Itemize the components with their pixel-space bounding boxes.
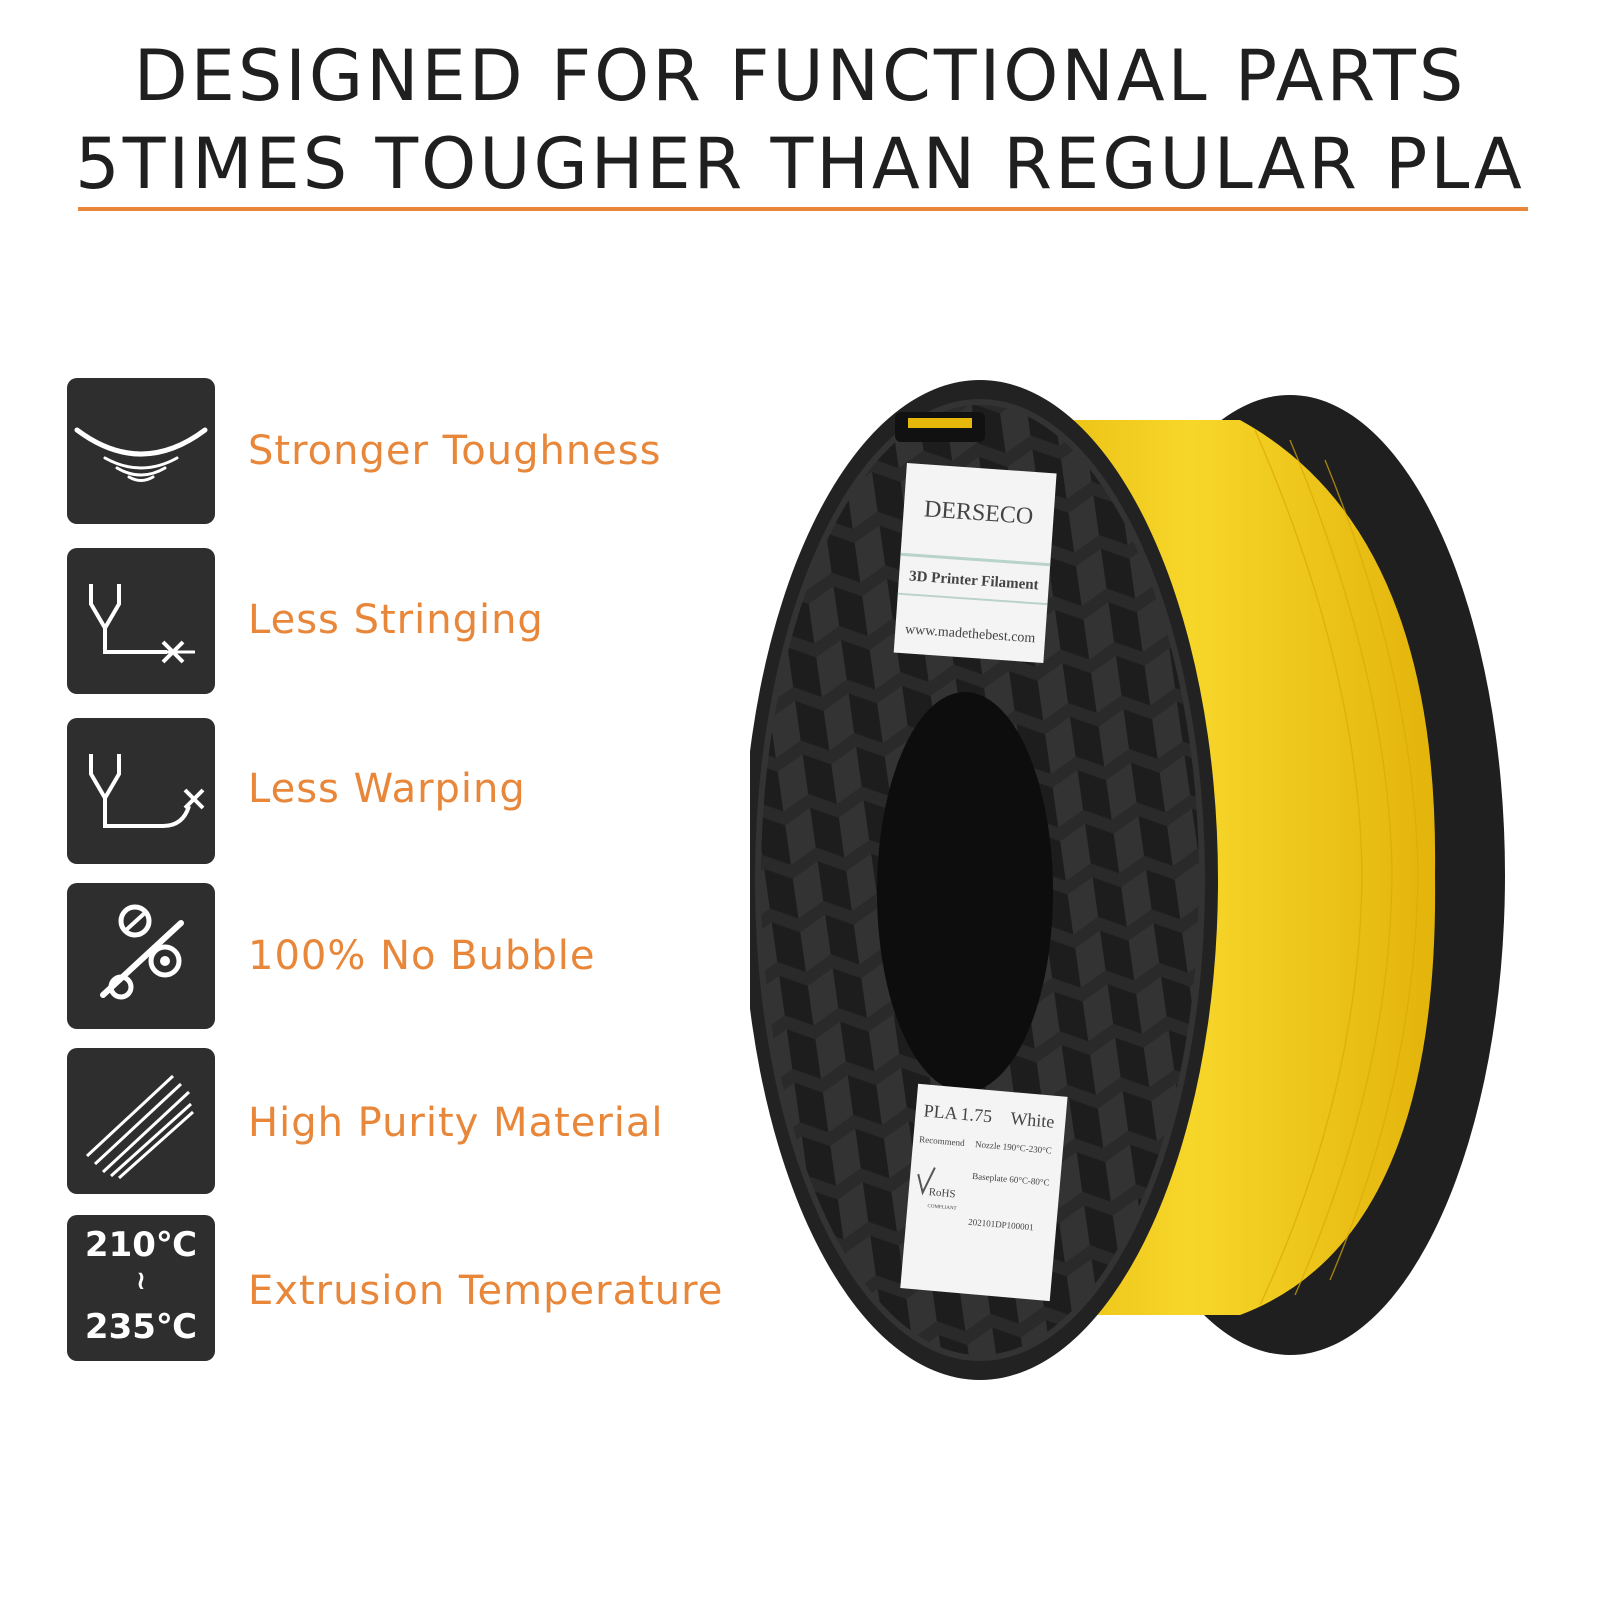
spool-rohs: RoHS	[928, 1186, 956, 1200]
feature-label-toughness: Stronger Toughness	[248, 428, 662, 474]
spool-bottom-label: PLA 1.75 White Recommend Nozzle 190°C-23…	[900, 1083, 1068, 1302]
spool-diameter: 1.75	[960, 1104, 993, 1127]
temp-high: 235℃	[84, 1307, 198, 1347]
spool-top-label: DERSECO 3D Printer Filament www.madetheb…	[893, 463, 1057, 664]
temp-low: 210℃	[84, 1225, 198, 1265]
filament-spool-image: DERSECO 3D Printer Filament www.madetheb…	[750, 380, 1505, 1380]
headline-underline	[78, 207, 1528, 211]
bend-icon	[67, 378, 215, 524]
spool-recommend: Recommend	[919, 1134, 966, 1148]
headline-line-1: DESIGNED FOR FUNCTIONAL PARTS	[133, 35, 1467, 117]
feature-label-warping: Less Warping	[248, 766, 526, 812]
bubble-icon	[67, 883, 215, 1029]
feature-label-temperature: Extrusion Temperature	[248, 1268, 724, 1314]
feature-label-stringing: Less Stringing	[248, 597, 544, 643]
temp-separator: ≀	[136, 1266, 146, 1296]
spool-hub-hole	[877, 692, 1053, 1092]
feature-label-purity: High Purity Material	[248, 1100, 664, 1146]
filament-icon	[67, 1048, 215, 1194]
feature-label-bubble: 100% No Bubble	[248, 933, 596, 979]
stringing-icon	[67, 548, 215, 694]
temperature-icon: 210℃ ≀ 235℃	[67, 1215, 215, 1361]
spool-rohs-sub: COMPLIANT	[927, 1204, 956, 1212]
spool-color-name: White	[1010, 1108, 1056, 1132]
warping-icon	[67, 718, 215, 864]
spool-material: PLA	[923, 1100, 959, 1123]
headline-line-2: 5TIMES TOUGHER THAN REGULAR PLA	[75, 123, 1525, 205]
